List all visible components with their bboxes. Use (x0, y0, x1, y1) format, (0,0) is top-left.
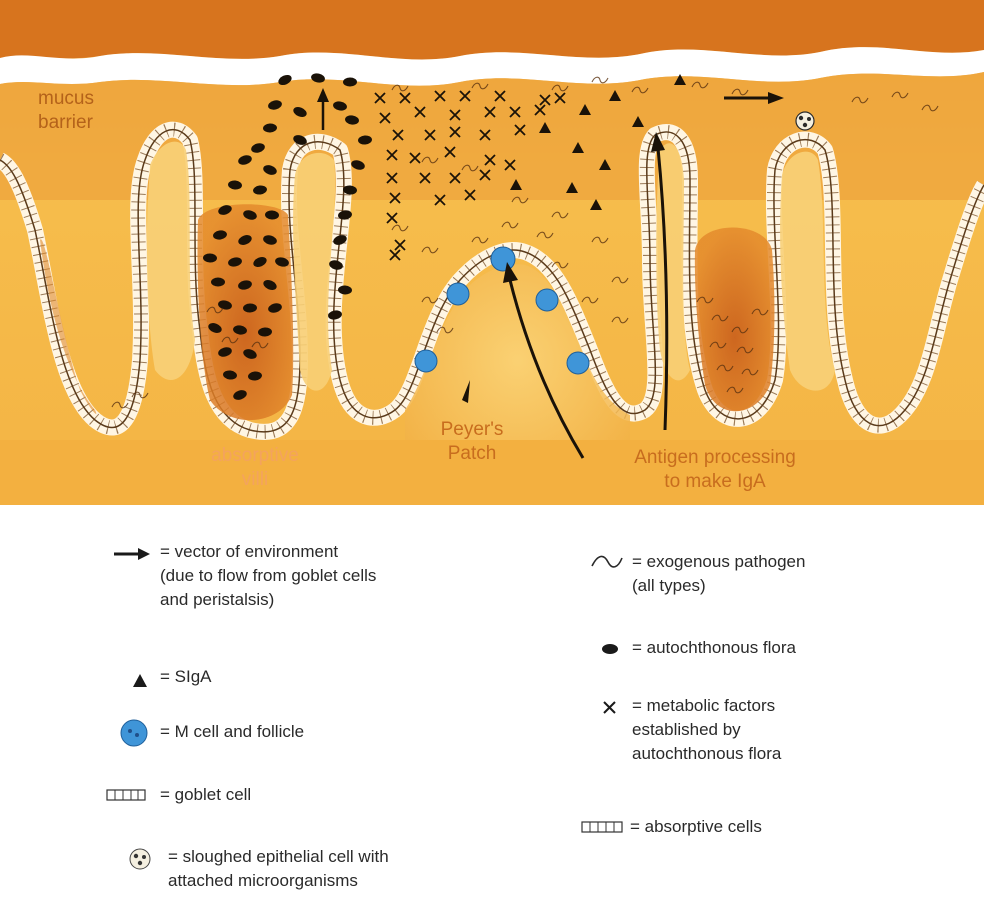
m-cell (415, 350, 437, 372)
sloughed-cell-icon (126, 846, 156, 872)
legend-line: = goblet cell (160, 783, 251, 807)
triangle-icon (130, 670, 150, 690)
cross-icon (600, 698, 620, 718)
label-line: Antigen processing (595, 446, 835, 470)
m-cell (447, 283, 469, 305)
legend-line: = sloughed epithelial cell with (168, 845, 389, 869)
m-cell (491, 247, 515, 271)
label-line: villi (190, 468, 320, 492)
legend-line: = exogenous pathogen (632, 550, 805, 574)
legend-line: = metabolic factors (632, 694, 781, 718)
legend-line: = autochthonous flora (632, 636, 796, 660)
legend-line: = M cell and follicle (160, 720, 304, 744)
legend-line: (all types) (632, 574, 805, 598)
label-line: Patch (432, 442, 512, 466)
mucus-barrier-label: mucus barrier (38, 87, 94, 135)
peyers-patch-label: Peyer's Patch (432, 418, 512, 466)
goblet-cell-icon (106, 788, 148, 804)
squiggle-icon (590, 552, 624, 572)
legend-line: = vector of environment (160, 540, 376, 564)
m-cell (536, 289, 558, 311)
legend-line: (due to flow from goblet cells (160, 564, 376, 588)
legend-line: established by (632, 718, 781, 742)
oval-icon (598, 641, 622, 657)
sloughed-cell-icon (796, 112, 814, 130)
villus-core-1 (147, 142, 195, 380)
label-line: to make IgA (595, 470, 835, 494)
label-line: absorptive (190, 444, 320, 468)
arrow-right-icon (112, 544, 152, 564)
antigen-processing-label: Antigen processing to make IgA (595, 446, 835, 494)
legend-line: autochthonous flora (632, 742, 781, 766)
m-cell (567, 352, 589, 374)
absorptive-cells-icon (580, 820, 626, 836)
legend-line: = SIgA (160, 665, 212, 689)
m-cell-icon (116, 718, 152, 748)
absorptive-villi-label: absorptive villi (190, 444, 320, 492)
label-line: mucus (38, 87, 94, 111)
villus-core-2 (293, 153, 335, 391)
legend-line: attached microorganisms (168, 869, 389, 893)
crypt-dark-2 (695, 228, 775, 412)
flora-oval (211, 278, 225, 287)
label-line: Peyer's (432, 418, 512, 442)
legend-line: = absorptive cells (630, 815, 762, 839)
label-line: barrier (38, 111, 94, 135)
legend-line: and peristalsis) (160, 588, 376, 612)
